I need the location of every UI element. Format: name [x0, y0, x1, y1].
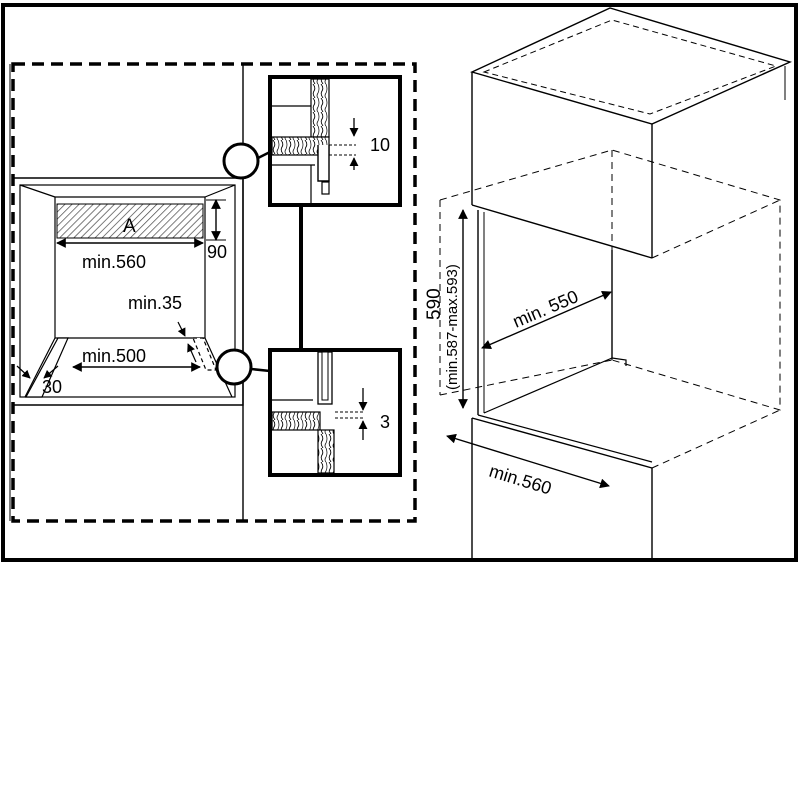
detail-connectors: [215, 142, 303, 386]
front-gap-label: min.35: [128, 293, 182, 313]
detail-top-gap-label: 10: [370, 135, 390, 155]
top-height-label: 90: [207, 242, 227, 262]
niche-height-range-label: (min.587-max.593): [444, 264, 461, 390]
detail-bottom-gap-label: 3: [380, 412, 390, 432]
detail-top: 10: [268, 75, 402, 207]
corner-offset-label: 30: [42, 377, 62, 397]
niche-height-label: 590: [424, 288, 445, 320]
detail-bottom: 3: [268, 348, 402, 477]
area-a-label: A: [123, 216, 136, 237]
cabinet-dashed-outline: [11, 62, 417, 523]
front-view: A min.560 90 min.35 min.500 30: [9, 62, 417, 523]
area-a: [56, 203, 204, 239]
left-width-label: min.560: [82, 252, 146, 272]
bottom-width-label: min.500: [82, 346, 146, 366]
